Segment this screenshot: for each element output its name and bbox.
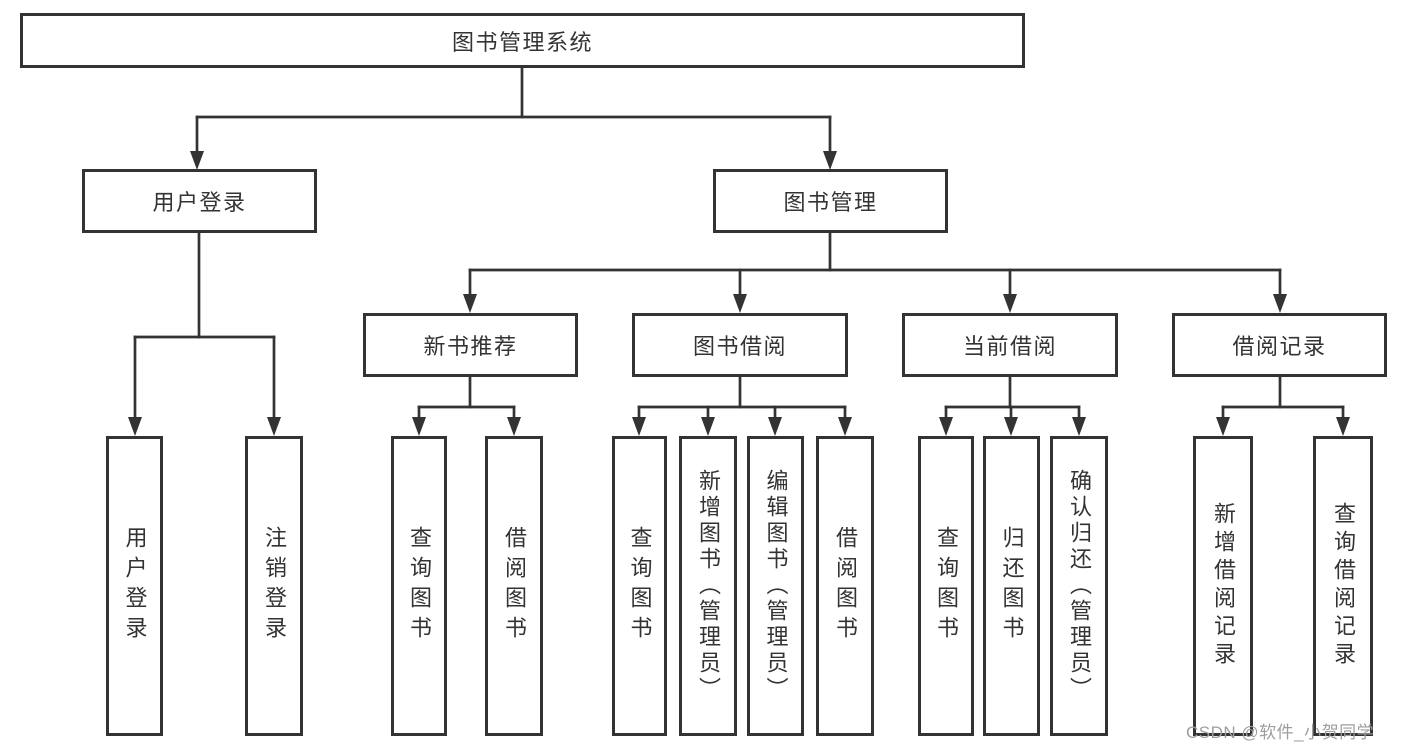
leaf-return-book-label: 归还图书 xyxy=(999,526,1025,646)
leaf-edit-book-label: 编辑图书（管理员） xyxy=(763,469,789,703)
arrowhead xyxy=(1216,417,1230,436)
node-book-borrow-label: 图书借阅 xyxy=(692,334,787,359)
node-root: 图书管理系统 xyxy=(20,13,1025,68)
leaf-add-borrow-record-label: 新增借阅记录 xyxy=(1211,502,1236,670)
arrowhead xyxy=(1003,294,1017,313)
leaf-add-book: 新增图书（管理员） xyxy=(679,436,737,736)
leaf-user-login: 用户登录 xyxy=(106,436,163,736)
csdn-watermark: CSDN @软件_小贺同学 xyxy=(1186,723,1375,742)
node-book-mgmt-label: 图书管理 xyxy=(783,190,878,215)
node-current-borrow: 当前借阅 xyxy=(902,313,1118,377)
arrowhead xyxy=(463,294,477,313)
arrowhead xyxy=(733,294,747,313)
connector-root-to-level2 xyxy=(190,66,837,170)
leaf-edit-book: 编辑图书（管理员） xyxy=(747,436,804,736)
connector-new-book-rec-to-leaves xyxy=(412,375,521,436)
connector-borrow-record-to-leaves xyxy=(1216,375,1350,436)
arrowhead xyxy=(1072,417,1086,436)
arrowhead xyxy=(190,151,204,170)
node-borrow-record: 借阅记录 xyxy=(1172,313,1387,377)
arrowhead xyxy=(267,417,281,436)
arrowhead xyxy=(768,417,782,436)
leaf-confirm-return: 确认归还（管理员） xyxy=(1050,436,1108,736)
arrowhead xyxy=(838,417,852,436)
arrowhead xyxy=(1004,417,1018,436)
leaf-user-login-label: 用户登录 xyxy=(122,526,148,646)
arrowhead xyxy=(1336,417,1350,436)
connector-book-mgmt-to-level3 xyxy=(463,231,1287,313)
node-user-login-label: 用户登录 xyxy=(152,190,247,215)
connector-book-borrow-to-leaves xyxy=(632,375,852,436)
leaf-borrow-book-borrow-label: 借阅图书 xyxy=(833,526,858,646)
node-borrow-record-label: 借阅记录 xyxy=(1232,334,1327,359)
arrowhead xyxy=(701,417,715,436)
node-user-login: 用户登录 xyxy=(82,169,317,233)
arrowhead xyxy=(128,417,142,436)
leaf-logout-label: 注销登录 xyxy=(262,526,287,646)
node-new-book-rec: 新书推荐 xyxy=(363,313,578,377)
leaf-query-book-rec-label: 查询图书 xyxy=(407,526,432,646)
leaf-query-book-current: 查询图书 xyxy=(918,436,974,736)
arrowhead xyxy=(412,417,426,436)
node-book-borrow: 图书借阅 xyxy=(632,313,848,377)
leaf-query-book-borrow: 查询图书 xyxy=(612,436,667,736)
arrowhead xyxy=(939,417,953,436)
leaf-confirm-return-label: 确认归还（管理员） xyxy=(1067,469,1092,703)
arrowhead xyxy=(507,417,521,436)
leaf-query-borrow-record: 查询借阅记录 xyxy=(1313,436,1373,736)
arrowhead xyxy=(632,417,646,436)
arrowhead xyxy=(823,151,837,170)
node-root-label: 图书管理系统 xyxy=(451,29,593,55)
leaf-add-borrow-record: 新增借阅记录 xyxy=(1193,436,1253,736)
leaf-return-book: 归还图书 xyxy=(983,436,1040,736)
leaf-logout: 注销登录 xyxy=(245,436,303,736)
leaf-add-book-label: 新增图书（管理员） xyxy=(696,469,721,703)
connector-current-borrow-to-leaves xyxy=(939,375,1086,436)
node-current-borrow-label: 当前借阅 xyxy=(962,334,1057,359)
arrowhead xyxy=(1273,294,1287,313)
leaf-borrow-book-rec-label: 借阅图书 xyxy=(502,526,527,646)
leaf-query-book-borrow-label: 查询图书 xyxy=(627,526,653,646)
node-new-book-rec-label: 新书推荐 xyxy=(423,334,518,359)
node-book-mgmt: 图书管理 xyxy=(713,169,948,233)
connector-user-login-to-leaves xyxy=(128,231,281,436)
leaf-borrow-book-borrow: 借阅图书 xyxy=(816,436,874,736)
leaf-borrow-book-rec: 借阅图书 xyxy=(485,436,543,736)
leaf-query-borrow-record-label: 查询借阅记录 xyxy=(1331,502,1356,670)
leaf-query-book-current-label: 查询图书 xyxy=(934,526,959,646)
leaf-query-book-rec: 查询图书 xyxy=(391,436,447,736)
